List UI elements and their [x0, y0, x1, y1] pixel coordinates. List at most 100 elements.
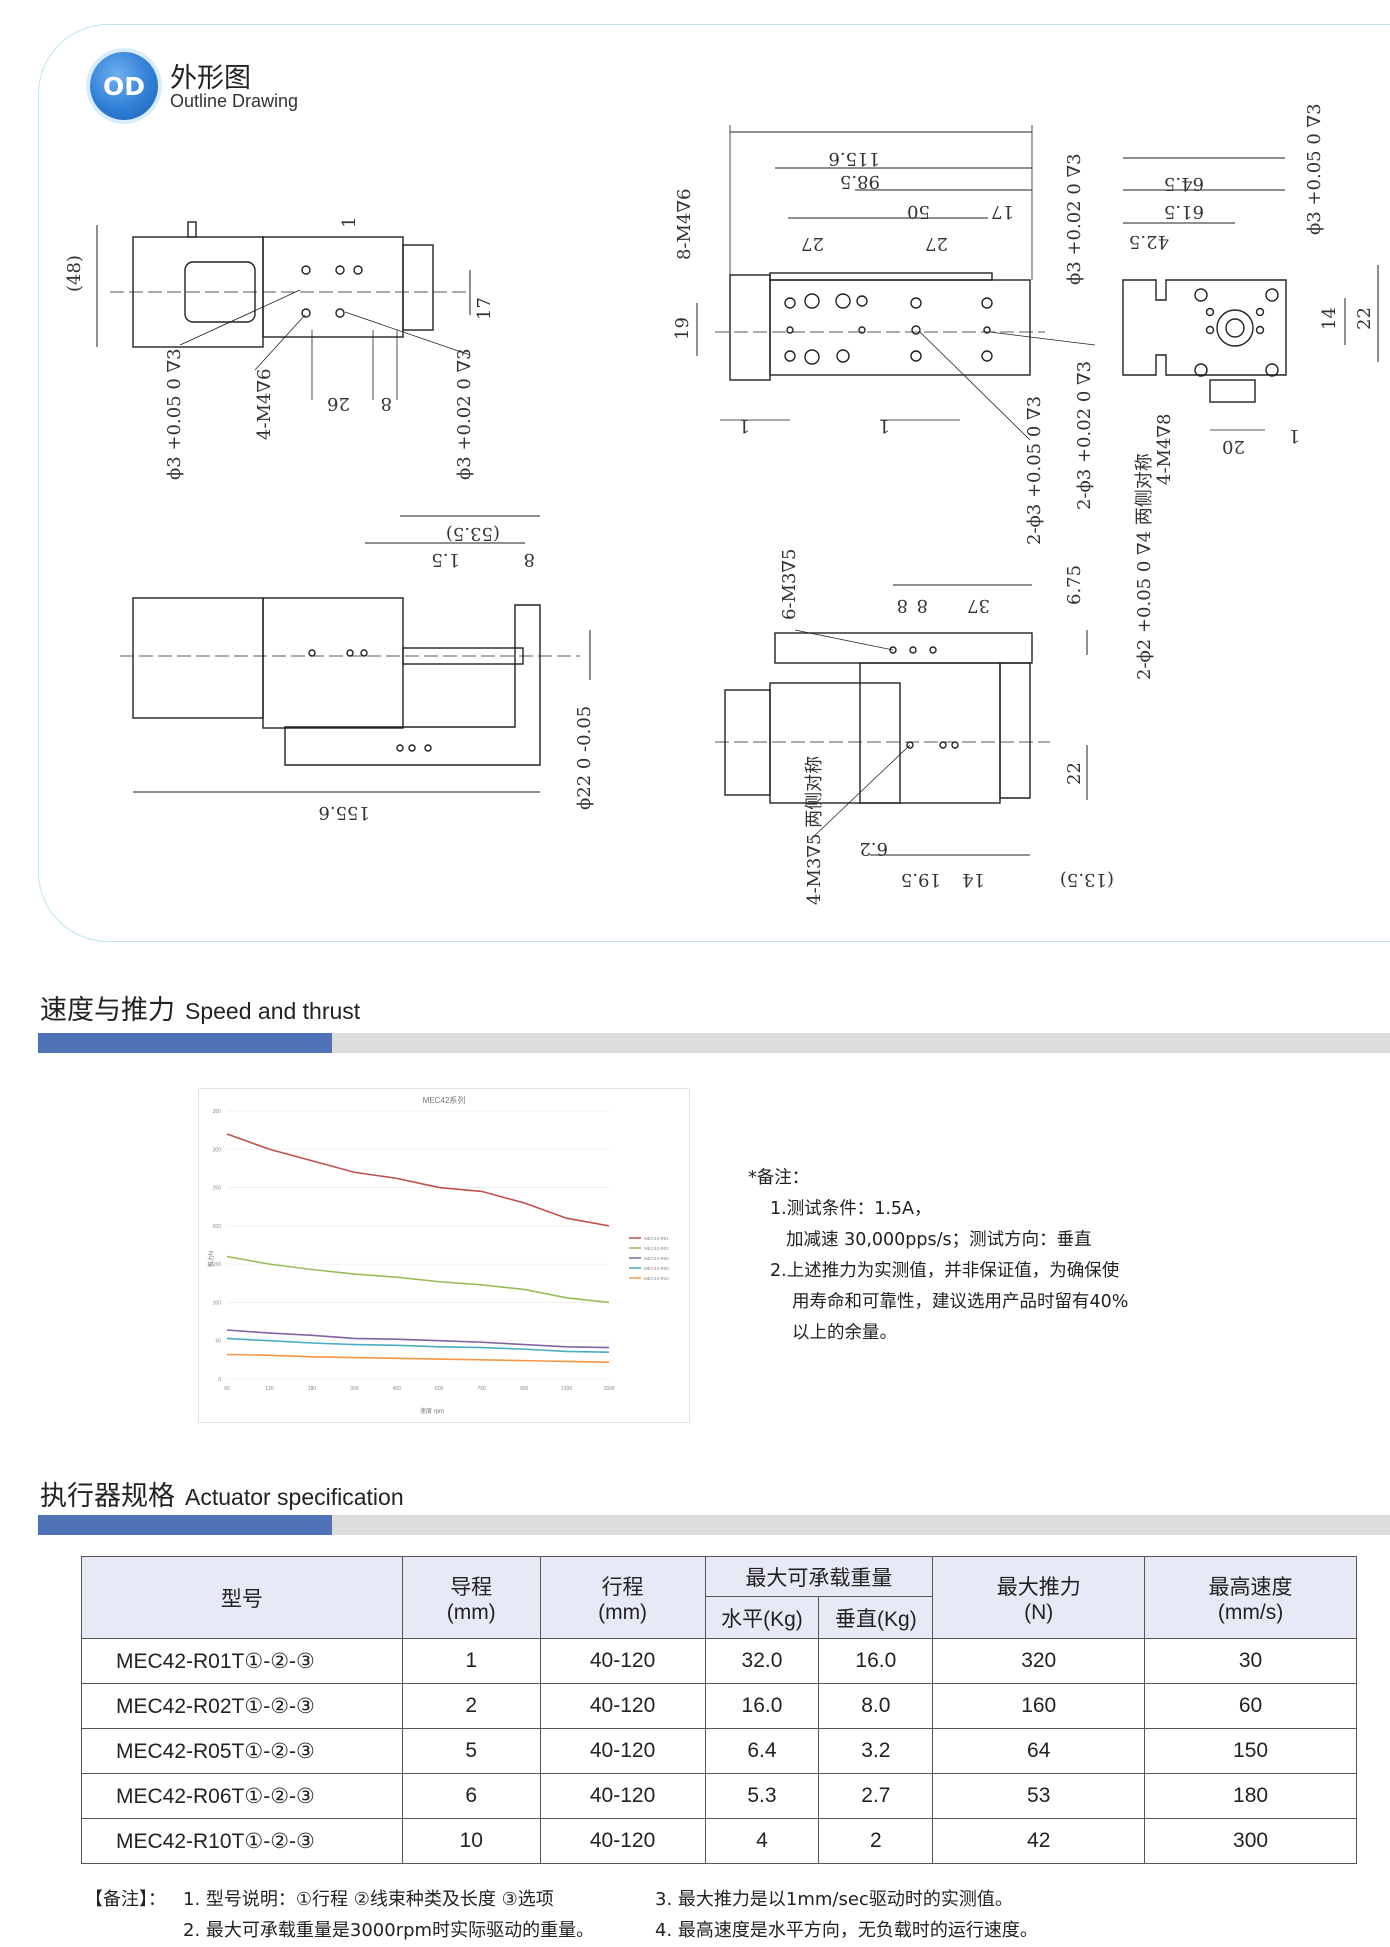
- chart-xtick-label: 60: [224, 1386, 230, 1392]
- top-middle-view: [696, 125, 1096, 441]
- table-cell: 60: [1144, 1683, 1357, 1729]
- table-cell: 5.3: [704, 1773, 820, 1819]
- dim-label: 2-ϕ2 +0.05 0 ∇4 两侧对称: [1134, 453, 1155, 680]
- speed-title-en: Speed and thrust: [185, 998, 361, 1024]
- speed-title-cn: 速度与推力: [40, 995, 175, 1026]
- dim-label: 17: [991, 201, 1014, 222]
- footnote-label: 【备注】：: [85, 1889, 166, 1910]
- chart-xtick-label: 900: [520, 1386, 529, 1392]
- chart-xlabel: 速度 rpm: [420, 1407, 444, 1415]
- header-thrust: 最大推力(N): [932, 1556, 1146, 1639]
- outline-drawing: (48) 1 17 26 8 4-M4∇6 ϕ3 +0.05 0 ∇3 ϕ3 +…: [64, 103, 1379, 905]
- chart-series-line: [226, 1329, 610, 1349]
- chart-legend-label: MEC42-R10: [644, 1276, 669, 1281]
- table-cell: 8.0: [818, 1683, 934, 1729]
- table-cell: 150: [1144, 1728, 1357, 1774]
- table-cell: MEC42-R01T①-②-③: [81, 1638, 403, 1684]
- dim-label: 4-M4∇8: [1154, 414, 1175, 485]
- table-cell: 6.4: [704, 1728, 820, 1774]
- chart-xtick-label: 120: [265, 1386, 274, 1392]
- speed-notes: *备注： 1.测试条件：1.5A， 加减速 30,000pps/s；测试方向：垂…: [748, 1163, 1128, 1349]
- dim-label: 14: [1319, 307, 1340, 330]
- dim-label: 8: [524, 549, 535, 570]
- dim-label: 8: [381, 393, 392, 414]
- chart-ytick-label: 100: [213, 1300, 222, 1306]
- table-cell: 40-120: [539, 1638, 706, 1684]
- dim-label: 1: [339, 217, 360, 228]
- section-bar-accent: [38, 1033, 332, 1053]
- header-lead-unit: (mm): [446, 1600, 496, 1624]
- dim-label: 50: [907, 201, 930, 222]
- spec-title-en: Actuator specification: [185, 1484, 404, 1510]
- footnote-2: 2. 最大可承载重量是3000rpm时实际驱动的重量。: [183, 1920, 595, 1941]
- bottom-right-view: [715, 584, 1088, 856]
- dim-label: 27: [801, 233, 824, 254]
- dim-label: 19: [672, 317, 693, 340]
- header-model: 型号: [81, 1556, 403, 1639]
- dim-label: 115.6: [828, 148, 880, 169]
- dim-label: 8: [897, 595, 908, 616]
- dim-label: (53.5): [446, 523, 500, 544]
- chart-xtick-label: 180: [308, 1386, 317, 1392]
- outline-title-cn: 外形图: [170, 63, 251, 94]
- header-stroke-label: 行程: [601, 1575, 644, 1599]
- chart-ytick-label: 250: [213, 1186, 222, 1192]
- chart-legend-label: MEC42-R06: [644, 1266, 669, 1271]
- table-cell: 2: [401, 1683, 541, 1729]
- table-cell: MEC42-R02T①-②-③: [81, 1683, 403, 1729]
- chart-legend-label: MEC42-R02: [644, 1246, 669, 1251]
- dim-label: 6.2: [859, 838, 888, 859]
- dim-label: (48): [64, 255, 85, 292]
- header-stroke: 行程(mm): [539, 1556, 706, 1639]
- table-cell: MEC42-R10T①-②-③: [81, 1818, 403, 1864]
- dim-label: 4-M4∇6: [254, 369, 275, 440]
- table-cell: 6: [401, 1773, 541, 1819]
- dim-label: 1.5: [431, 549, 460, 570]
- header-load-vertical: 垂直(Kg): [818, 1596, 934, 1639]
- chart-legend-label: MEC42-R05: [644, 1256, 669, 1261]
- top-right-view: [1122, 157, 1379, 431]
- chart-ytick-label: 150: [213, 1262, 222, 1268]
- footnote-1: 1. 型号说明：①行程 ②线束种类及长度 ③选项: [183, 1889, 554, 1910]
- chart-ytick-label: 0: [218, 1377, 221, 1383]
- dim-label: ϕ22 0 -0.05: [574, 706, 595, 810]
- dim-label: 8-M4∇6: [674, 189, 695, 260]
- note-line: 用寿命和可靠性，建议选用产品时留有40%: [792, 1292, 1129, 1312]
- chart-ytick-label: 350: [213, 1109, 222, 1115]
- header-stroke-unit: (mm): [598, 1600, 648, 1624]
- header-load: 最大可承载重量: [704, 1556, 934, 1597]
- dim-label: 61.5: [1164, 201, 1204, 222]
- note-line: 加减速 30,000pps/s；测试方向：垂直: [786, 1230, 1092, 1250]
- dim-label: 1: [739, 415, 750, 436]
- dim-label: 2-ϕ3 +0.02 0 ∇3: [1074, 361, 1095, 510]
- dim-label: 20: [1222, 436, 1245, 457]
- chart-series-line: [226, 1255, 610, 1304]
- top-left-view: [96, 221, 471, 400]
- header-speed: 最高速度(mm/s): [1144, 1556, 1357, 1639]
- dim-label: 26: [327, 393, 350, 414]
- chart-series-line: [226, 1337, 610, 1353]
- footnote-4: 4. 最高速度是水平方向，无负载时的运行速度。: [655, 1920, 1038, 1941]
- header-speed-unit: (mm/s): [1217, 1600, 1284, 1624]
- dim-label: 98.5: [840, 171, 880, 192]
- dim-label: 37: [967, 595, 990, 616]
- table-cell: 64: [932, 1728, 1146, 1774]
- chart-legend-label: MEC42-R01: [644, 1236, 669, 1241]
- note-line: 以上的余量。: [792, 1323, 897, 1343]
- outline-title-en: Outline Drawing: [170, 91, 299, 111]
- dim-label: 22: [1064, 762, 1085, 785]
- footnote-3: 3. 最大推力是以1mm/sec驱动时的实测值。: [655, 1889, 1013, 1910]
- chart-xtick-label: 300: [350, 1386, 359, 1392]
- chart-xtick-label: 600: [435, 1386, 444, 1392]
- dim-label: 27: [925, 233, 948, 254]
- header-lead: 导程(mm): [401, 1556, 541, 1639]
- chart-ytick-label: 300: [213, 1147, 222, 1153]
- chart-series-line: [226, 1133, 610, 1227]
- chart-xtick-label: 750: [477, 1386, 486, 1392]
